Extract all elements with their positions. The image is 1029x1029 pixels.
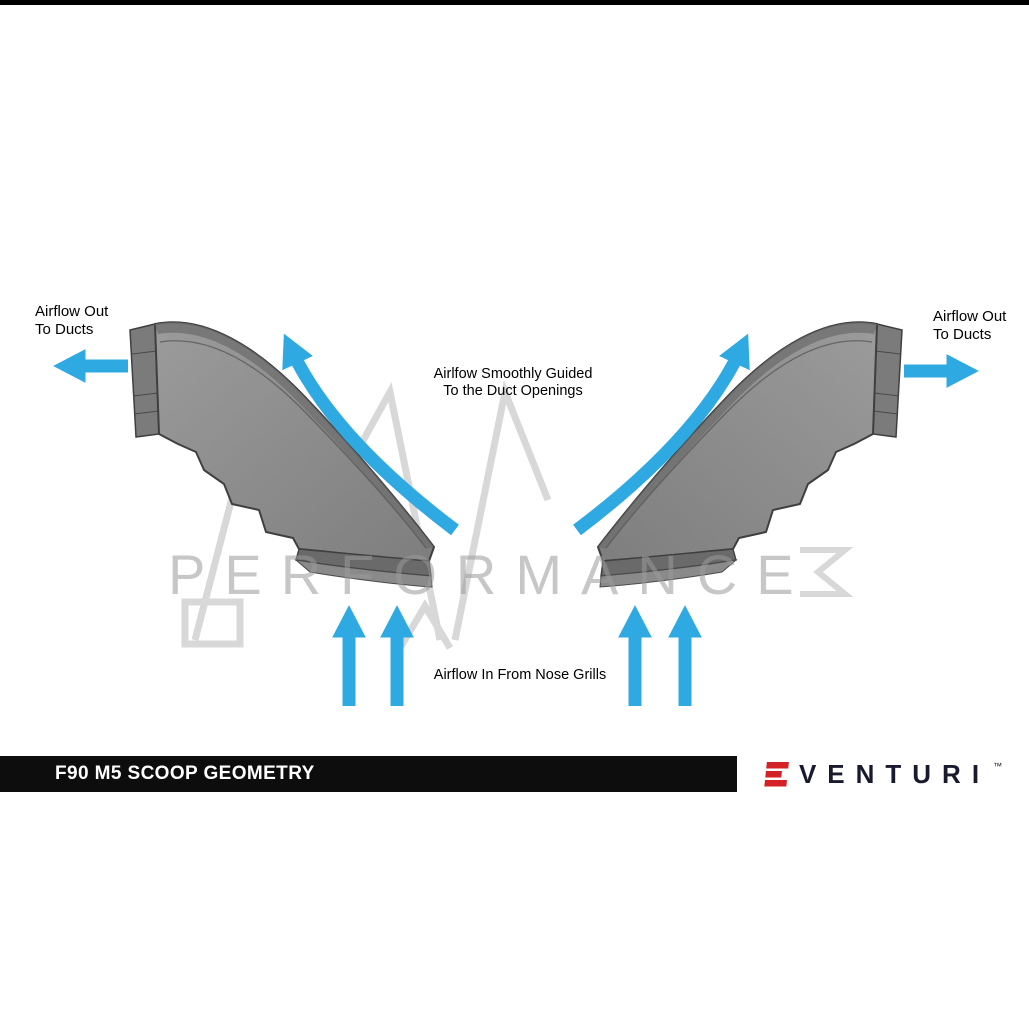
curved-arrow-right-icon <box>573 333 750 536</box>
top-border <box>0 0 1029 5</box>
eventuri-e-icon <box>764 761 790 787</box>
airflow-arrows <box>53 333 979 706</box>
trademark-symbol: ™ <box>993 761 1003 771</box>
label-airflow-out-right: Airflow Out To Ducts <box>933 308 1007 343</box>
watermark-square <box>181 598 244 648</box>
watermark-caret <box>396 599 454 650</box>
footer-title-bar: F90 M5 SCOOP GEOMETRY <box>0 756 737 792</box>
page-title: F90 M5 SCOOP GEOMETRY <box>55 763 315 784</box>
footer: F90 M5 SCOOP GEOMETRY VENTURI ™ <box>0 756 1029 792</box>
watermark-zigzag-right <box>451 379 552 641</box>
eventuri-logo: VENTURI ™ <box>737 756 1029 792</box>
eventuri-wordmark: VENTURI <box>798 758 991 789</box>
curved-arrow-left-icon <box>282 333 459 536</box>
diagram-canvas: PERFORMANCE <box>53 321 979 706</box>
label-airflow-in: Airflow In From Nose Grills <box>433 667 607 683</box>
label-airflow-out-left: Airflow Out To Ducts <box>35 303 109 338</box>
label-airflow-guided: Airlfow Smoothly Guided To the Duct Open… <box>433 366 593 400</box>
watermark-text: PERFORMANCE <box>168 543 813 606</box>
scoop-geometry-diagram: PERFORMANCE Airflow Out To Ducts Airflow… <box>35 303 1007 706</box>
watermark-sigma-glyph <box>800 547 854 597</box>
